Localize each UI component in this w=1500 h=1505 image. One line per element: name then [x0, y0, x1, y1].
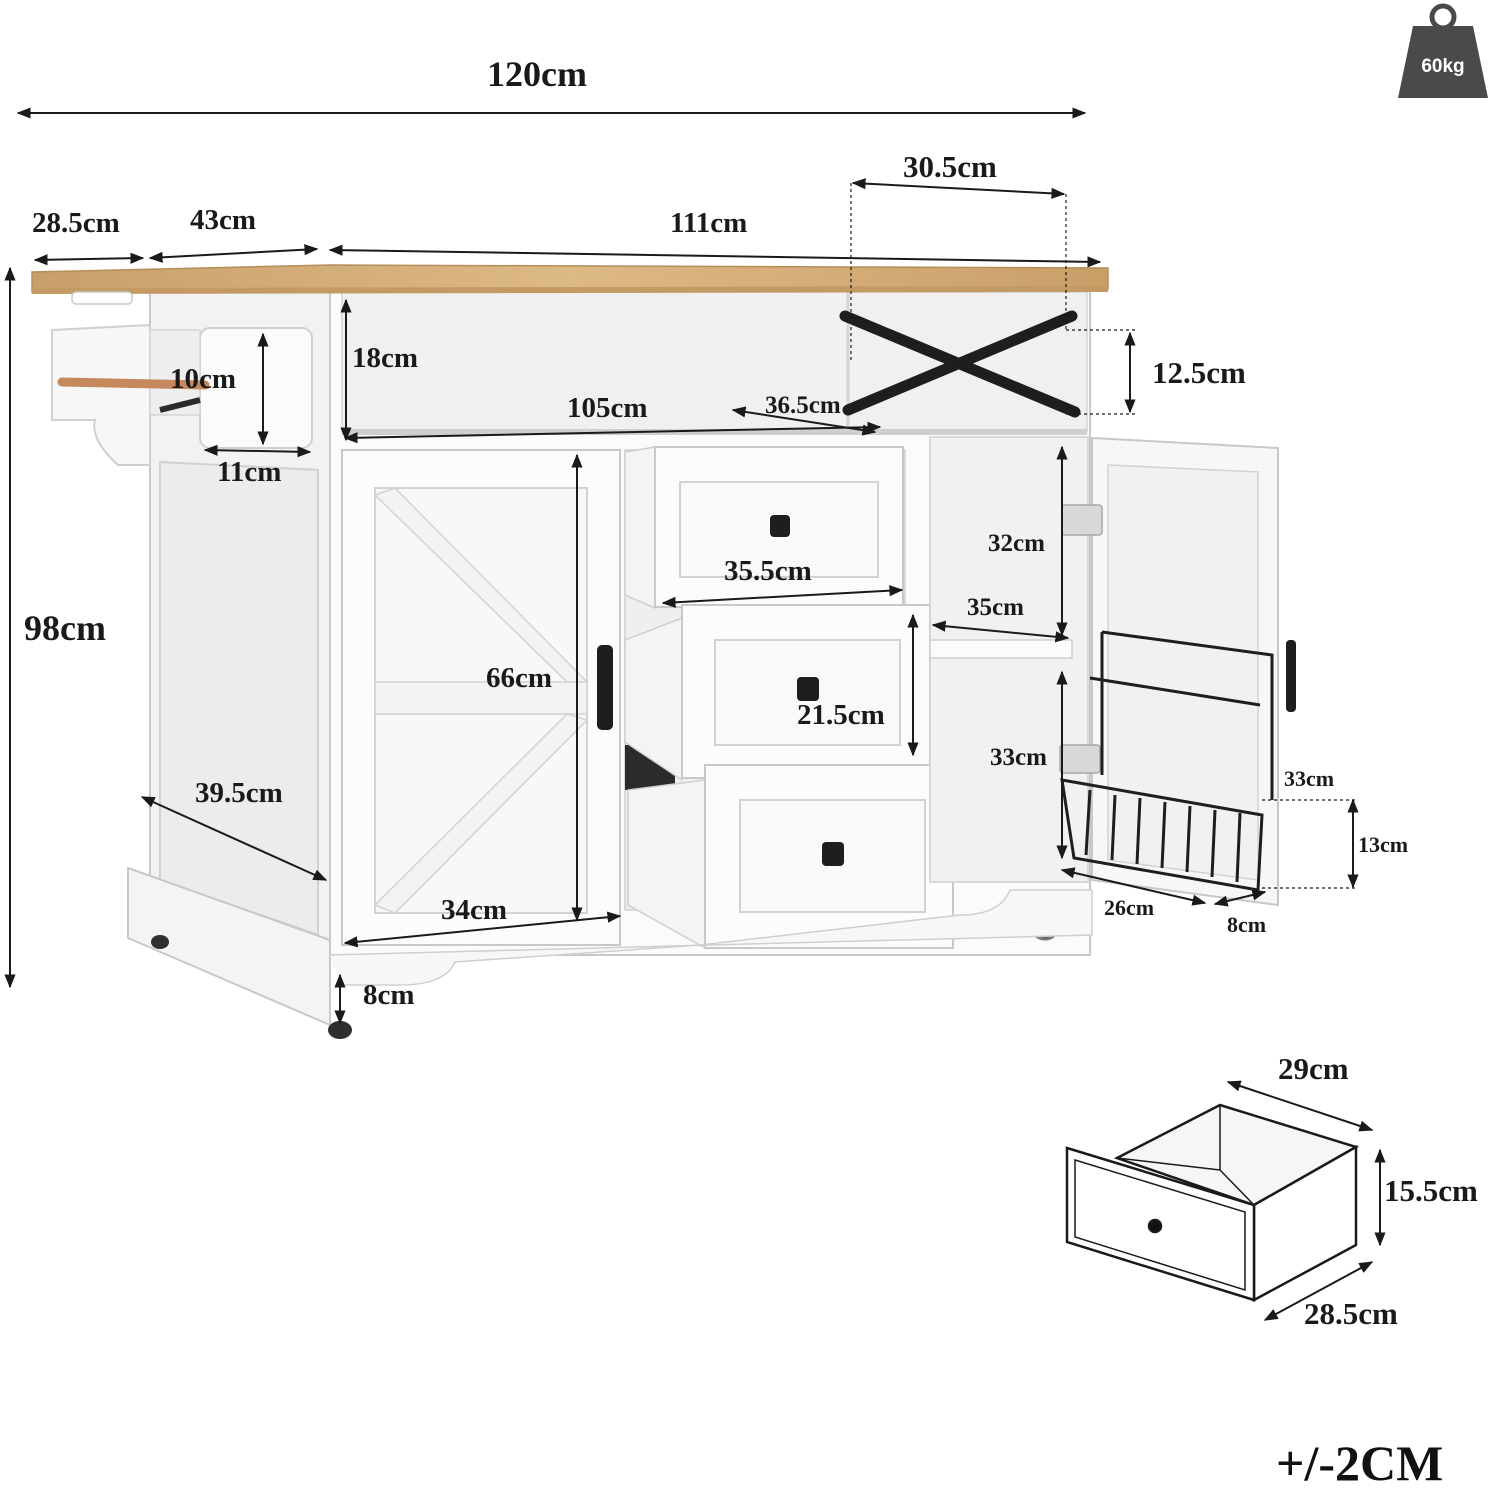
dim-side-depth — [140, 796, 328, 881]
towel-bar — [57, 377, 210, 390]
right-cabinet-interior — [929, 436, 1089, 883]
countertop-edge — [32, 286, 1108, 294]
side-base — [127, 866, 331, 1027]
x-rack-width-label: 30.5cm — [903, 149, 997, 184]
barn-door-brace — [373, 487, 589, 683]
kitchen-island — [31, 264, 1296, 1039]
caster-wheel — [328, 1021, 352, 1039]
weight-capacity-label: 60kg — [1421, 56, 1465, 77]
drawer-side — [624, 616, 683, 782]
side-recess-panel — [159, 460, 319, 937]
dim-towel-width — [203, 444, 312, 458]
dim-basket-width — [1060, 867, 1207, 906]
barn-door-width-label: 34cm — [441, 894, 508, 926]
dim-cabinet-shelf — [931, 620, 1070, 643]
main-top-label: 111cm — [670, 207, 748, 239]
cabinet-shelf — [929, 639, 1073, 659]
dim-drawer-depth-top — [731, 406, 877, 436]
towel-holder-height-label: 10cm — [170, 363, 237, 395]
drawer-knob — [822, 842, 844, 866]
dim-drawer-detail-depth — [1263, 1261, 1374, 1321]
dimension-lines — [4, 107, 1386, 1321]
side-depth-top-label: 43cm — [190, 204, 257, 236]
dim-main-top — [328, 244, 1102, 268]
cabinet-upper-height-label: 32cm — [988, 530, 1045, 557]
dim-basket-depth — [1213, 889, 1267, 907]
barn-door-rail — [374, 681, 588, 715]
top-extension-label: 28.5cm — [32, 207, 120, 239]
basket-depth-label: 8cm — [1227, 912, 1267, 937]
rack-height-label: 33cm — [1284, 766, 1335, 791]
drawer-width-label: 35.5cm — [724, 555, 812, 587]
drawer-height-label: 21.5cm — [797, 699, 885, 731]
dim-door-width — [343, 911, 622, 948]
drawer-knob — [797, 677, 819, 701]
barn-door-brace — [373, 713, 589, 914]
cabinet-shelf-depth-label: 35cm — [967, 594, 1024, 621]
dim-drawer-detail-width — [1226, 1080, 1374, 1132]
overall-width-label: 120cm — [487, 54, 587, 94]
drawer-side — [624, 446, 656, 610]
base-height-label: 8cm — [363, 979, 415, 1011]
x-rack-height-label: 12.5cm — [1152, 355, 1246, 390]
leaf-handle-cutout — [71, 291, 133, 305]
drawer-detail-knob — [1147, 1218, 1163, 1234]
dim-drawer-width — [661, 585, 904, 608]
drawer-knob — [770, 515, 790, 537]
basket-width-label: 26cm — [1104, 895, 1155, 920]
door-handle — [1286, 640, 1296, 712]
barn-door-handle — [597, 645, 613, 730]
cabinet-lower-height-label: 33cm — [990, 744, 1047, 771]
open-door-inner — [1107, 464, 1259, 881]
open-shelf-width-label: 105cm — [567, 392, 648, 424]
open-shelf-height-label: 18cm — [352, 342, 419, 374]
door-hinge — [1059, 744, 1101, 774]
leaf-bracket — [51, 323, 151, 466]
drawer-detail-front-inner — [1074, 1158, 1246, 1292]
spice-rail — [159, 397, 201, 413]
caster-wheel — [151, 935, 169, 949]
door-hinge — [1061, 504, 1103, 536]
basket-height-label: 13cm — [1358, 832, 1409, 857]
base-skirt — [329, 889, 1093, 986]
drawer-detail-width-label: 29cm — [1278, 1051, 1349, 1086]
drawer-depth-top-label: 36.5cm — [765, 392, 841, 419]
dim-top-extension — [33, 252, 145, 266]
weight-icon — [1398, 3, 1488, 98]
drawer-detail — [1065, 1103, 1360, 1303]
overall-height-label: 98cm — [24, 608, 106, 648]
drawer-detail-depth-label: 28.5cm — [1304, 1296, 1398, 1331]
barn-door-height-label: 66cm — [486, 662, 553, 694]
drawer-detail-height-label: 15.5cm — [1384, 1173, 1478, 1208]
towel-holder-width-label: 11cm — [217, 456, 282, 488]
tolerance-label: +/-2CM — [1276, 1435, 1444, 1491]
dim-x-rack-width — [851, 178, 1066, 199]
dim-side-depth-top — [148, 244, 319, 263]
side-depth-label: 39.5cm — [195, 777, 283, 809]
x-rack-bar — [842, 310, 1078, 416]
